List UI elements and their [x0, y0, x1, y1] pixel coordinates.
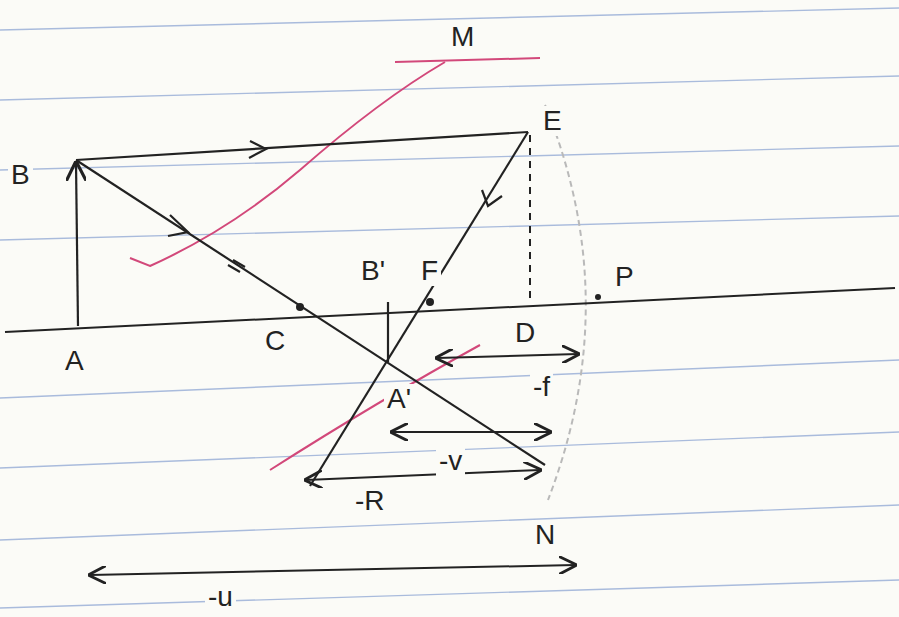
point-label: B'	[358, 256, 388, 286]
point-label: B	[8, 160, 33, 190]
principal-axis	[5, 288, 895, 332]
concave-mirror	[545, 105, 586, 500]
point-label: D	[512, 318, 538, 348]
point-label: P	[612, 262, 637, 292]
point-label: A	[62, 346, 87, 376]
mirror-label: N	[532, 520, 558, 550]
notebook-lines	[0, 8, 899, 608]
point-label: C	[262, 326, 288, 356]
dimension-label: -R	[352, 486, 388, 516]
point-label: A'	[384, 384, 414, 414]
dashed-line	[529, 135, 531, 300]
point-label: F	[418, 256, 441, 286]
mirror-label: M	[448, 22, 477, 52]
pink-strokes	[130, 58, 540, 470]
dimension-arrows	[90, 354, 578, 575]
dimension-label: -v	[436, 446, 465, 476]
point-label: E	[540, 106, 565, 136]
object-arrow	[76, 163, 78, 326]
dimension-label: -f	[530, 372, 553, 402]
points	[296, 294, 601, 311]
dimension-label: -u	[205, 582, 236, 612]
